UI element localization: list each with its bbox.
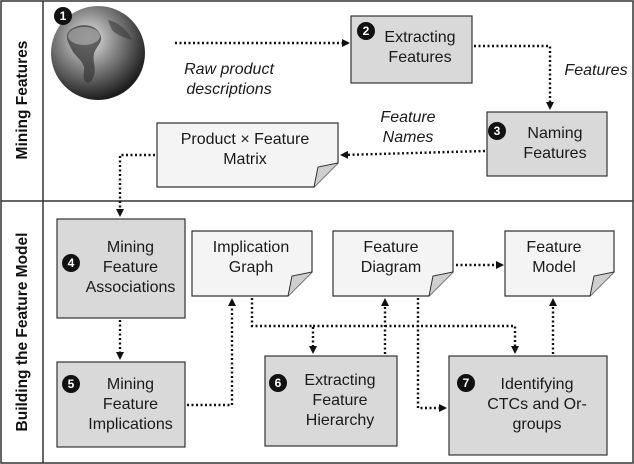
arrow-matrix-to-associations bbox=[116, 153, 155, 217]
label-identifying-ctcs: Identifying CTCs and Or-groups bbox=[487, 376, 587, 433]
step-badge-5: 5 bbox=[62, 375, 80, 393]
step-badge-2: 2 bbox=[357, 22, 375, 40]
doc-implication-graph bbox=[191, 230, 313, 297]
globe-icon bbox=[51, 6, 145, 100]
box-extracting-hierarchy bbox=[264, 355, 398, 447]
label-naming-features: Naming Features bbox=[523, 125, 587, 162]
doc-feature-diagram bbox=[332, 230, 454, 297]
step-badge-6: 6 bbox=[269, 374, 287, 392]
step-badge-4: 4 bbox=[62, 254, 80, 272]
label-feature-model: Feature Model bbox=[526, 239, 582, 276]
box-mining-associations bbox=[56, 218, 186, 319]
label-mining-implications: Mining Feature Implications bbox=[88, 376, 173, 433]
step-badge-3: 3 bbox=[488, 122, 506, 140]
arrow-extracting-to-naming bbox=[474, 44, 554, 110]
doc-feature-model bbox=[504, 230, 615, 297]
label-implication-graph: Implication Graph bbox=[212, 239, 290, 276]
label-mining-associations: Mining Feature Associations bbox=[85, 239, 176, 296]
label-extracting-hierarchy: Extracting Feature Hierarchy bbox=[304, 372, 376, 429]
section-title-mining: Mining Features bbox=[14, 40, 31, 160]
section-title-building: Building the Feature Model bbox=[14, 232, 31, 432]
arrow-graph-to-hierarchy bbox=[250, 298, 317, 354]
label-feature-diagram: Feature Diagram bbox=[360, 239, 422, 276]
edge-label-raw-descriptions: Raw product descriptions bbox=[184, 61, 274, 98]
box-mining-implications bbox=[56, 361, 186, 448]
arrow-naming-to-matrix bbox=[340, 149, 486, 159]
step-badge-7: 7 bbox=[457, 374, 475, 392]
label-extracting-features: Extracting Features bbox=[384, 29, 456, 66]
label-product-feature-matrix: Product × Feature Matrix bbox=[180, 131, 310, 168]
arrow-diagram-to-ctcs bbox=[416, 298, 447, 412]
box-identifying-ctcs bbox=[448, 355, 608, 456]
box-naming-features bbox=[486, 111, 608, 177]
edge-label-features: Features bbox=[564, 62, 628, 79]
edge-label-feature-names: Feature Names bbox=[380, 109, 436, 146]
arrow-implications-to-graph bbox=[187, 298, 236, 407]
arrow-graph-to-ctcs bbox=[313, 324, 519, 354]
doc-product-feature-matrix bbox=[156, 122, 339, 188]
step-badge-1: 1 bbox=[54, 7, 72, 25]
